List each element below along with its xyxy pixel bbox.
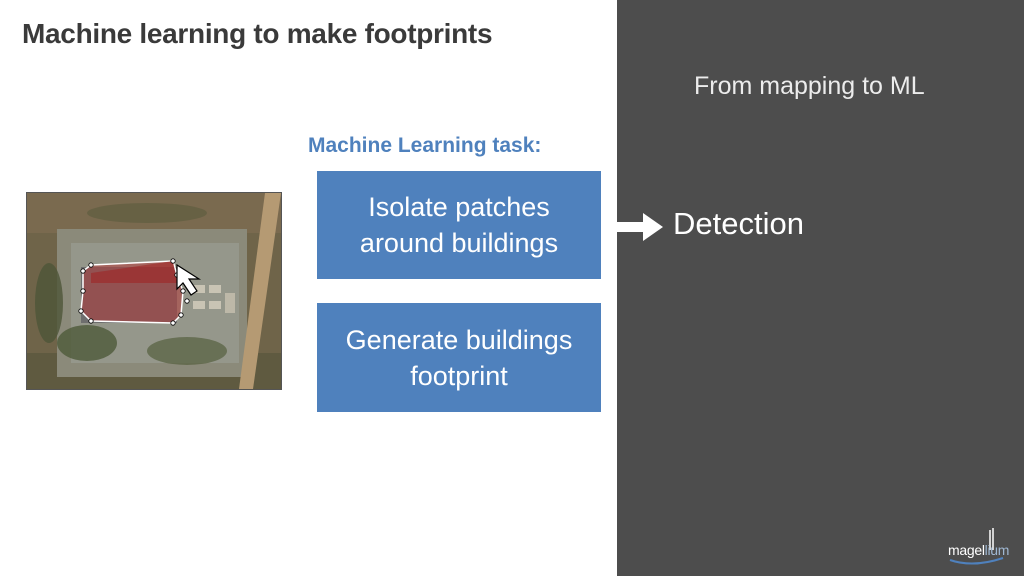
logo-text-dim: lium xyxy=(984,542,1010,558)
satellite-image xyxy=(26,192,282,390)
task-box-generate-footprint: Generate buildings footprint xyxy=(317,303,601,412)
detection-label: Detection xyxy=(673,206,804,241)
panel-subtitle: From mapping to ML xyxy=(694,72,925,100)
task-box-isolate-patches: Isolate patches around buildings xyxy=(317,171,601,279)
magellium-logo: magellium xyxy=(948,528,1018,568)
slide-title: Machine learning to make footprints xyxy=(22,18,493,49)
logo-text-main: magel xyxy=(948,542,985,558)
right-panel xyxy=(617,0,1024,576)
mouse-pointer-icon xyxy=(176,263,202,296)
arrow-right-icon xyxy=(615,213,663,241)
task-heading: Machine Learning task: xyxy=(308,134,542,157)
